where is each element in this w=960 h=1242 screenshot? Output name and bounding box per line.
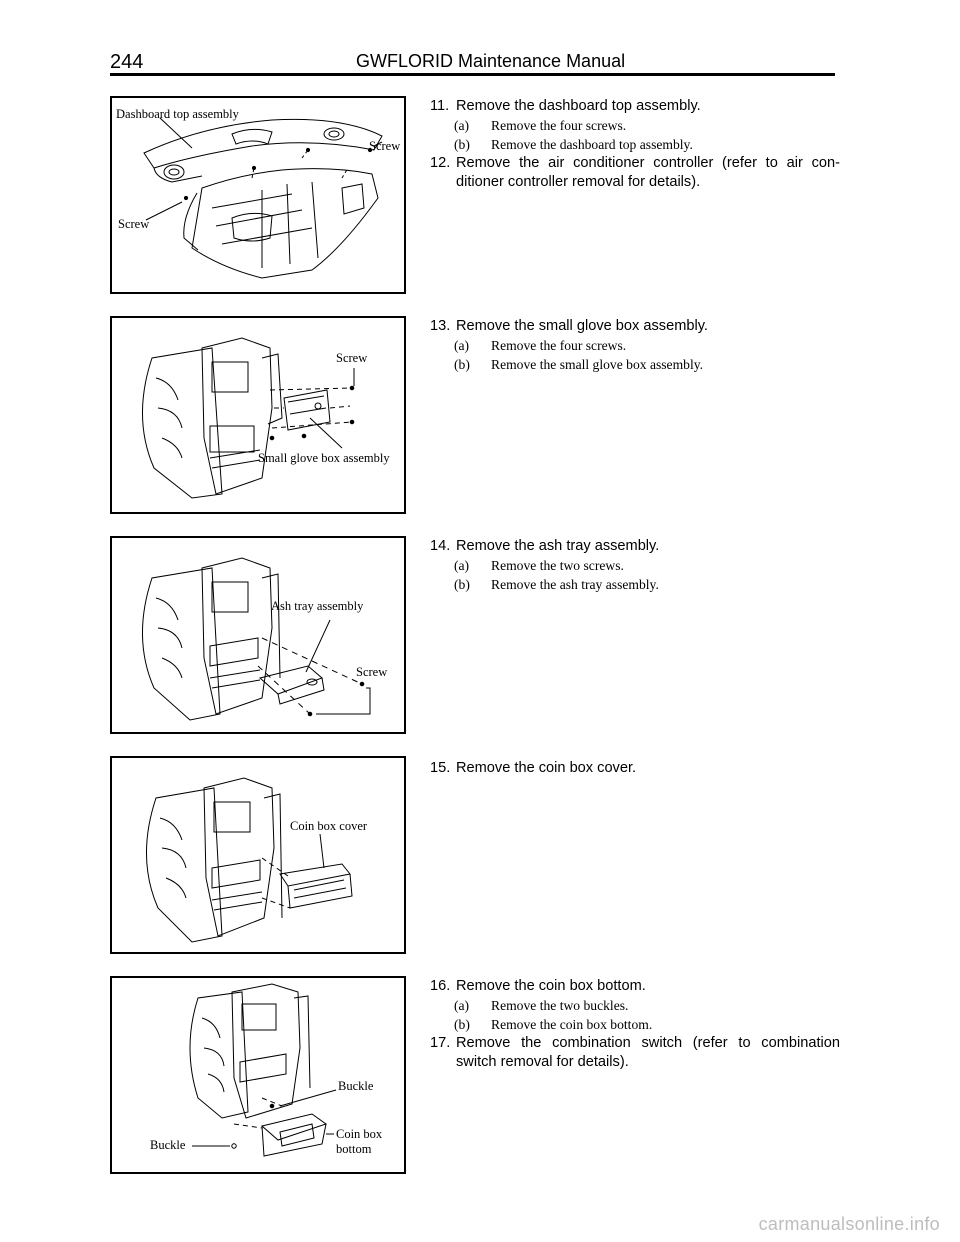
- step-text: Remove the ash tray assembly.: [456, 538, 660, 554]
- step-number: 17.: [430, 1035, 451, 1051]
- step-15: 15. Remove the coin box cover.: [430, 759, 840, 778]
- label-buckle-right: Buckle: [338, 1079, 374, 1093]
- step-11: 11. Remove the dashboard top assembly.: [430, 97, 840, 116]
- substep: (b) Remove the small glove box assembly.: [454, 357, 704, 372]
- label-coin-box-bottom-line1: Coin box: [336, 1127, 383, 1141]
- label-screw: Screw: [356, 665, 388, 679]
- coin-box-bottom-illustration: [189, 983, 337, 1157]
- label-coin-box-bottom-line2: bottom: [336, 1142, 372, 1156]
- step-text: Remove the combination switch (refer to …: [456, 1035, 840, 1051]
- substep: (a) Remove the two screws.: [454, 558, 624, 573]
- label-small-glove-box-assembly: Small glove box assembly: [258, 451, 390, 465]
- step-13: 13. Remove the small glove box assembly.: [430, 317, 840, 336]
- header-rule: [110, 73, 835, 76]
- label-dashboard-top-assembly: Dashboard top assembly: [116, 107, 239, 121]
- step-number: 11.: [430, 98, 450, 114]
- substep: (a) Remove the four screws.: [454, 118, 627, 133]
- label-coin-box-cover: Coin box cover: [290, 819, 368, 833]
- step-16: 16. Remove the coin box bottom.: [430, 977, 840, 996]
- page-header: 244 GWFLORID Maintenance Manual: [110, 48, 835, 74]
- substep: (b) Remove the ash tray assembly.: [454, 577, 659, 592]
- step-text: Remove the air conditioner controller (r…: [456, 155, 840, 171]
- substep: (b) Remove the coin box bottom.: [454, 1017, 653, 1032]
- step-12-continued: ditioner controller removal for details)…: [456, 174, 701, 190]
- label-screw-right: Screw: [369, 139, 401, 153]
- step-text: Remove the coin box bottom.: [456, 978, 646, 994]
- step-number: 15.: [430, 760, 451, 776]
- figure-coin-box-bottom: Buckle Buckle Coin box bottom: [110, 976, 406, 1174]
- step-text: Remove the dashboard top assembly.: [456, 98, 701, 114]
- step-number: 13.: [430, 318, 451, 334]
- step-14: 14. Remove the ash tray assembly.: [430, 537, 840, 556]
- step-17: 17. Remove the combination switch (refer…: [430, 1034, 840, 1053]
- step-number: 12.: [430, 155, 451, 171]
- substep: (a) Remove the four screws.: [454, 338, 627, 353]
- label-screw-left: Screw: [118, 217, 150, 231]
- figure-small-glove-box-assembly: Screw Small glove box assembly: [110, 316, 406, 514]
- steps-block-2: 13. Remove the small glove box assembly.…: [430, 317, 840, 374]
- figure-dashboard-top-assembly: Dashboard top assembly Screw Screw: [110, 96, 406, 294]
- step-text: Remove the small glove box assembly.: [456, 318, 708, 334]
- step-17-continued: switch removal for details).: [456, 1054, 629, 1070]
- substep: (b) Remove the dashboard top assembly.: [454, 137, 693, 152]
- ash-tray-illustration: [141, 557, 371, 721]
- step-text: Remove the coin box cover.: [456, 760, 637, 776]
- label-buckle-left: Buckle: [150, 1138, 186, 1152]
- figure-ash-tray-assembly: Ash tray assembly Screw: [110, 536, 406, 734]
- coin-box-cover-illustration: [145, 777, 353, 943]
- label-screw: Screw: [336, 351, 368, 365]
- steps-block-1: 11. Remove the dashboard top assembly. (…: [430, 97, 840, 192]
- figure-coin-box-cover: Coin box cover: [110, 756, 406, 954]
- glove-box-illustration: [141, 337, 355, 499]
- step-number: 16.: [430, 978, 451, 994]
- step-number: 14.: [430, 538, 451, 554]
- watermark: carmanualsonline.info: [758, 1214, 940, 1234]
- page-number: 244: [110, 51, 144, 73]
- label-ash-tray-assembly: Ash tray assembly: [271, 599, 364, 613]
- dashboard-illustration: [143, 117, 383, 279]
- steps-block-4: 15. Remove the coin box cover.: [430, 759, 840, 778]
- manual-title: GWFLORID Maintenance Manual: [356, 51, 626, 71]
- substep: (a) Remove the two buckles.: [454, 998, 629, 1013]
- step-12: 12. Remove the air conditioner controlle…: [430, 154, 840, 173]
- steps-block-3: 14. Remove the ash tray assembly. (a) Re…: [430, 537, 840, 594]
- steps-block-5: 16. Remove the coin box bottom. (a) Remo…: [430, 977, 840, 1072]
